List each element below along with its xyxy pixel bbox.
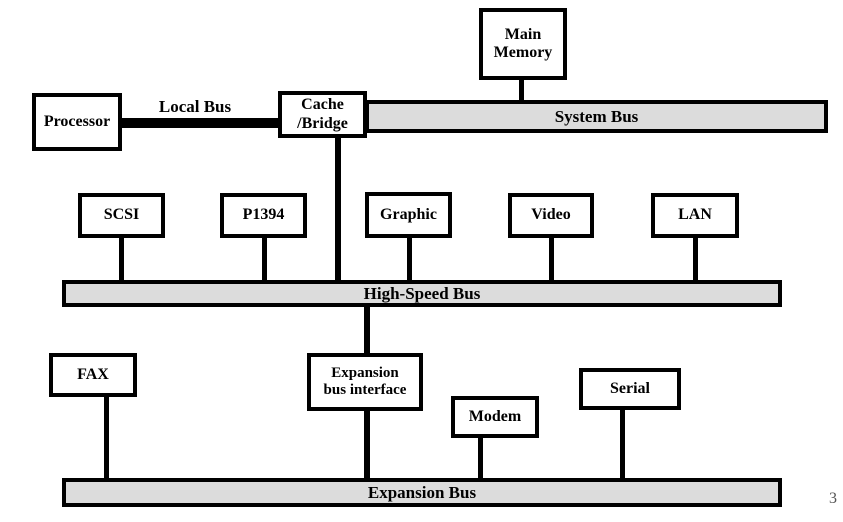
serial-box: Serial xyxy=(579,368,681,410)
connector-p1394-high-speed-bus xyxy=(262,237,267,281)
graphic-box: Graphic xyxy=(365,192,452,238)
scsi-box: SCSI xyxy=(78,193,165,238)
graphic-label: Graphic xyxy=(380,205,437,223)
expansion-bus-label: Expansion Bus xyxy=(367,482,477,502)
connector-graphic-high-speed-bus xyxy=(407,237,412,281)
connector-high-speed-bus-expansion-interface xyxy=(364,306,370,354)
page-number: 3 xyxy=(829,490,837,507)
lan-label: LAN xyxy=(678,206,712,224)
local-bus-line xyxy=(122,118,278,128)
modem-box: Modem xyxy=(451,396,539,438)
processor-label: Processor xyxy=(43,112,111,130)
p1394-box: P1394 xyxy=(220,193,307,238)
video-box: Video xyxy=(508,193,594,238)
connector-lan-high-speed-bus xyxy=(693,237,698,281)
processor-box: Processor xyxy=(32,93,122,151)
modem-label: Modem xyxy=(468,407,522,425)
fax-label: FAX xyxy=(77,365,109,383)
lan-box: LAN xyxy=(651,193,739,238)
scsi-label: SCSI xyxy=(103,206,140,224)
connector-fax-expansion-bus xyxy=(104,396,109,479)
local-bus-label: Local Bus xyxy=(158,97,232,116)
connector-video-high-speed-bus xyxy=(549,237,554,281)
connector-cache-bridge-high-speed-bus xyxy=(335,137,341,281)
connector-expansion-interface-expansion-bus xyxy=(364,410,370,479)
connector-modem-expansion-bus xyxy=(478,437,483,479)
main-memory-label: Main Memory xyxy=(493,25,553,61)
high-speed-bus-bar: High-Speed Bus xyxy=(62,280,782,307)
main-memory-box: Main Memory xyxy=(479,8,567,80)
system-bus-bar: System Bus xyxy=(365,100,828,133)
connector-scsi-high-speed-bus xyxy=(119,237,124,281)
connector-serial-expansion-bus xyxy=(620,409,625,479)
p1394-label: P1394 xyxy=(242,206,285,224)
video-label: Video xyxy=(531,206,571,224)
cache-bridge-label: Cache /Bridge xyxy=(297,96,348,132)
serial-label: Serial xyxy=(610,379,650,397)
expansion-bus-interface-box: Expansion bus interface xyxy=(307,353,423,411)
expansion-bus-bar: Expansion Bus xyxy=(62,478,782,507)
connector-main-memory-system-bus xyxy=(519,79,524,101)
high-speed-bus-label: High-Speed Bus xyxy=(363,283,481,303)
cache-bridge-box: Cache /Bridge xyxy=(278,91,367,138)
system-bus-label: System Bus xyxy=(554,106,639,126)
fax-box: FAX xyxy=(49,353,137,397)
expansion-bus-interface-label: Expansion bus interface xyxy=(323,364,407,398)
